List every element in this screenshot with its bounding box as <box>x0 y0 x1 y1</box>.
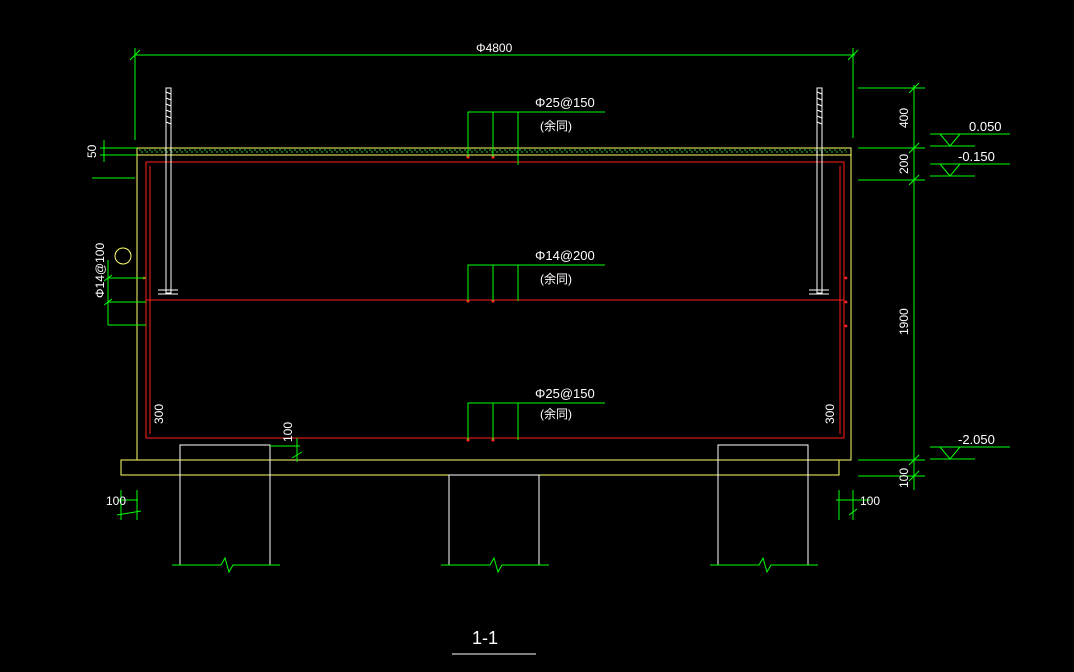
left-bar-label: Φ14@100 <box>93 243 107 298</box>
overall-dimension-label: Φ4800 <box>476 41 513 55</box>
section-title: 1-1 <box>472 628 498 648</box>
tank-outline <box>120 147 852 476</box>
right-overhang-label: 100 <box>860 494 880 508</box>
right-slab-label: 200 <box>897 154 911 174</box>
left-overhang-label: 100 <box>106 494 126 508</box>
rebar-callout-3-spec: Φ25@150 <box>535 386 595 401</box>
bottom-gap-label: 100 <box>281 422 295 442</box>
pile-break-lines <box>172 556 818 574</box>
pipe-opening-icon <box>114 247 132 265</box>
piles <box>179 444 809 565</box>
rebar-callout-3-note: (余同) <box>540 406 572 421</box>
corner-right-label: 300 <box>823 404 837 424</box>
right-dimensions <box>836 82 925 520</box>
rebar-callout-2-note: (余同) <box>540 271 572 286</box>
elevation-marks <box>930 133 1010 460</box>
right-height-label: 1900 <box>897 308 911 335</box>
slab-texture <box>139 149 849 153</box>
rebar-callout-1-note: (余同) <box>540 118 572 133</box>
elevation-bottom-label: -2.050 <box>958 432 995 447</box>
rebar-callout-leaders <box>467 111 605 440</box>
top-slab-thickness-label: 50 <box>85 144 99 158</box>
elevation-top-label: 0.050 <box>969 119 1002 134</box>
rebar-callout-1-spec: Φ25@150 <box>535 95 595 110</box>
right-top-label: 400 <box>897 108 911 128</box>
rebar-dots <box>142 155 848 442</box>
right-bottom-label: 100 <box>897 468 911 488</box>
overall-dimension <box>129 48 859 140</box>
left-dimensions <box>92 140 146 520</box>
corner-left-label: 300 <box>152 404 166 424</box>
rebar-cage <box>145 161 845 439</box>
left-anchor-bolt <box>158 87 178 295</box>
bottom-gap-dimension <box>270 438 303 462</box>
right-anchor-bolt <box>809 87 829 295</box>
elevation-slab-bottom-label: -0.150 <box>958 149 995 164</box>
rebar-callout-2-spec: Φ14@200 <box>535 248 595 263</box>
